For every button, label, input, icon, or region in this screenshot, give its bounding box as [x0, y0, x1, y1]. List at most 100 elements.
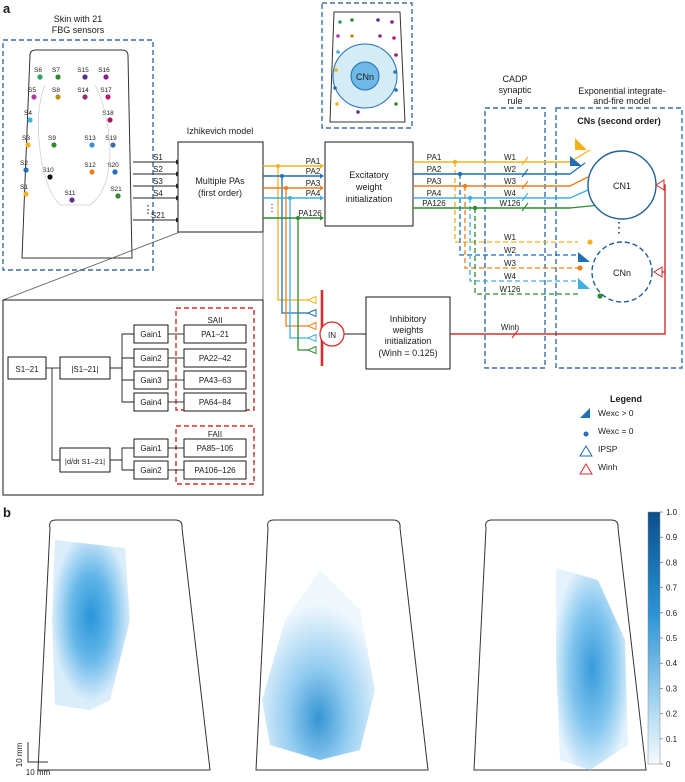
- colorbar: [647, 511, 661, 765]
- inhibitory-line4: (Winh = 0.125): [378, 348, 437, 358]
- inset-sensor: [392, 36, 396, 40]
- fbg-sensor: [110, 142, 116, 148]
- pa-label-right: PA2: [427, 165, 442, 174]
- fbg-sensor-label: S3: [22, 135, 30, 142]
- sub-pa-label: PA43–63: [199, 376, 232, 385]
- weight-label-bottom: W126: [500, 285, 521, 294]
- fbg-sensor-label: S14: [77, 87, 89, 94]
- pa-inhib-branch: [281, 176, 316, 314]
- inset-sensor: [336, 50, 340, 54]
- izhikevich-box: [177, 141, 264, 233]
- inset-sensor: [356, 110, 360, 114]
- inset-sensor: [338, 20, 342, 24]
- fbg-sensor-label: S4: [24, 110, 32, 117]
- sub-deriv-label: |d/dt S1–21|: [65, 457, 105, 466]
- pa-arrow: [320, 163, 324, 169]
- winh-marker: [655, 179, 665, 191]
- pa-label-right: PA3: [427, 177, 442, 186]
- cnn-neuron: [591, 241, 653, 303]
- izhikevich-line2: (first order): [198, 188, 242, 198]
- wexc-marker: [570, 156, 582, 166]
- inset-sensor: [333, 86, 337, 90]
- zoom-line-left: [2, 231, 181, 301]
- faii-label: FAII: [208, 430, 222, 439]
- fbg-sensor-label: S8: [52, 87, 60, 94]
- weight-label-top: W4: [504, 189, 517, 198]
- cadp-line2: synaptic: [498, 85, 532, 95]
- inset-sensor: [350, 34, 354, 38]
- scale-label-vertical: 10 mm: [15, 742, 24, 767]
- sub-gain-label: Gain2: [140, 466, 162, 475]
- skin-panel: [2, 39, 154, 271]
- sub-gain-label: Gain1: [140, 330, 162, 339]
- weight-label-bottom: W3: [504, 259, 517, 268]
- fbg-sensor: [107, 117, 113, 123]
- wexc-marker: [575, 138, 587, 150]
- pa-label-right: PA126: [422, 199, 446, 208]
- sub-gain-label: Gain4: [140, 398, 162, 407]
- fbg-sensor: [51, 142, 57, 148]
- skin-title-line1: Skin with 21: [54, 14, 103, 24]
- fbg-sensor-label: S11: [64, 190, 75, 197]
- sub-pa-label: PA85–105: [197, 444, 234, 453]
- pa-dots: ⋮: [267, 203, 277, 214]
- excitatory-box: [324, 141, 414, 227]
- colorbar-tick-label: 0.5: [666, 634, 678, 643]
- fbg-sensor-label: S7: [52, 67, 60, 74]
- fbg-sensor-label: S19: [105, 135, 117, 142]
- inset-sensor: [336, 34, 340, 38]
- weight-label-bottom: W4: [504, 272, 517, 281]
- signal-label: S4: [153, 189, 163, 198]
- heatmap-contour-2: [262, 570, 375, 760]
- skin-outline: [21, 49, 133, 259]
- faii-box: [175, 425, 255, 485]
- fbg-sensor-label: S13: [84, 135, 96, 142]
- weight-label-top: W2: [504, 165, 517, 174]
- colorbar-tick-label: 0: [666, 760, 671, 769]
- pa-inhib-branch: [285, 188, 316, 327]
- weight-label-bottom: W1: [504, 233, 517, 242]
- colorbar-tick-label: 0.9: [666, 533, 678, 542]
- cns-title: CNs (second order): [577, 116, 661, 126]
- synapse-mark: [521, 180, 529, 190]
- winh-marker: [653, 266, 663, 278]
- pa-arrow: [320, 215, 324, 221]
- fbg-sensor-label: S6: [34, 67, 42, 74]
- in-label: IN: [328, 331, 336, 340]
- signal-label: S21: [151, 211, 166, 220]
- wexc-marker: [578, 252, 590, 262]
- pa-label-left: PA1: [306, 157, 321, 166]
- wexc-zero-dot: [587, 239, 593, 245]
- sub-pa-box: [183, 324, 247, 344]
- weight-branch-dashed: [454, 162, 578, 243]
- heatmap-contour-1: [52, 540, 130, 710]
- weight-branch-dashed: [464, 186, 578, 269]
- colorbar-tick-label: 0.3: [666, 684, 678, 693]
- sub-pa-box: [183, 438, 247, 458]
- legend-title: Legend: [610, 394, 642, 404]
- fbg-sensor-label: S1: [20, 184, 28, 191]
- fbg-sensor: [89, 142, 95, 148]
- cn-inset-inner-circle: [350, 61, 380, 91]
- panel-label-a: a: [3, 1, 11, 16]
- cn-inset-label: CNn: [356, 72, 374, 82]
- ipsp-marker: [306, 308, 317, 318]
- inset-sensor: [394, 102, 398, 106]
- izhikevich-line1: Multiple PAs: [195, 176, 245, 186]
- inhibitory-line1: Inhibitory: [390, 314, 427, 324]
- skin-title-line2: FBG sensors: [52, 25, 105, 35]
- legend-wexc-zero-marker: [583, 431, 589, 437]
- cn-inset-frame: [321, 2, 413, 129]
- fbg-sensor-label: S15: [77, 67, 89, 74]
- sub-wire: [110, 459, 134, 471]
- signal-dots: ⋮: [143, 204, 154, 216]
- eif-line1: Exponential integrate-: [578, 86, 666, 96]
- fbg-sensor: [47, 174, 53, 180]
- cn-inset-skin: [329, 11, 406, 123]
- cn-dots: ⋮: [612, 219, 626, 235]
- synapse-mark: [521, 168, 529, 178]
